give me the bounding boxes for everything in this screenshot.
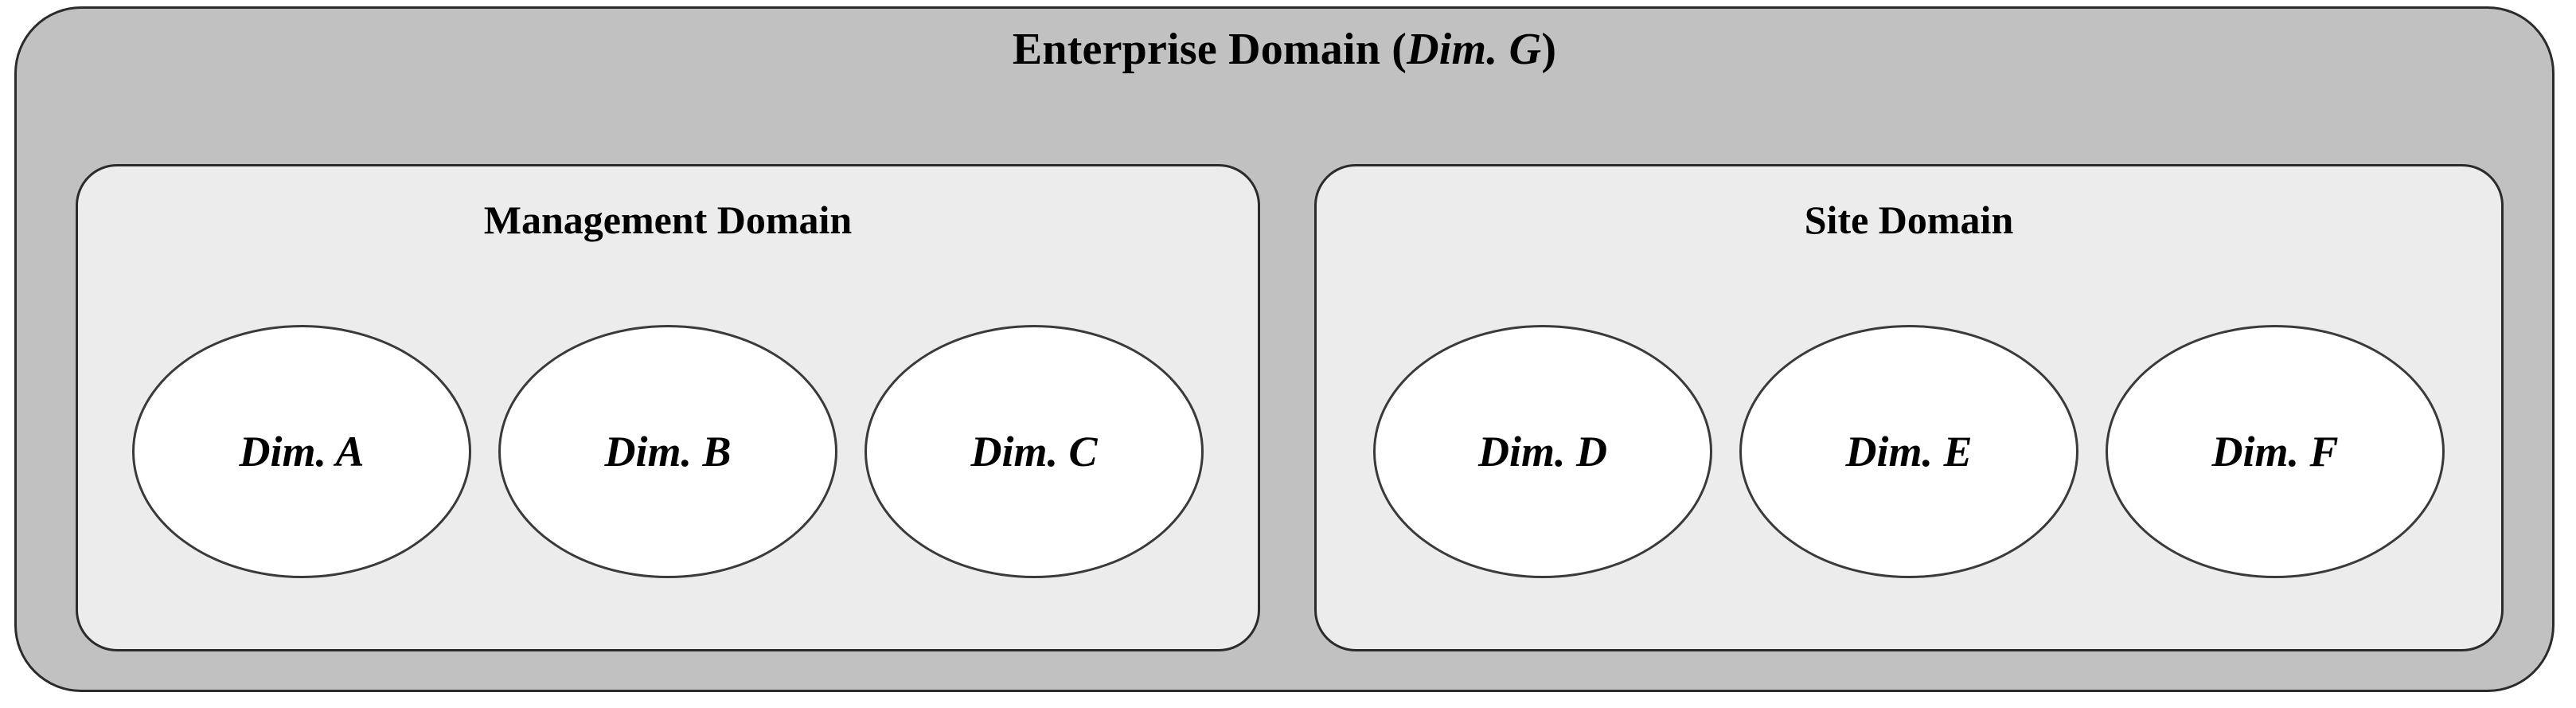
site-domain-panel: Site Domain Dim. D Dim. E Dim. F (1314, 164, 2504, 651)
node-dim-d[interactable]: Dim. D (1373, 325, 1712, 578)
node-dim-b-label: Dim. B (604, 428, 732, 475)
management-domain-panel: Management Domain Dim. A Dim. B Dim. C (76, 164, 1260, 651)
site-domain-node-row: Dim. D Dim. E Dim. F (1317, 284, 2501, 619)
enterprise-title-prefix: Enterprise Domain ( (1012, 25, 1407, 74)
node-dim-f-label: Dim. F (2211, 428, 2339, 475)
management-domain-node-row: Dim. A Dim. B Dim. C (78, 284, 1258, 619)
node-dim-c-label: Dim. C (970, 428, 1098, 475)
management-domain-title: Management Domain (483, 198, 853, 242)
enterprise-title-suffix: ) (1541, 25, 1557, 74)
enterprise-domain-title: Enterprise Domain (Dim. G) (17, 26, 2552, 73)
node-dim-e[interactable]: Dim. E (1739, 325, 2078, 578)
node-dim-e-label: Dim. E (1845, 428, 1973, 475)
enterprise-domain-container: Enterprise Domain (Dim. G) Management Do… (14, 6, 2555, 692)
node-dim-d-label: Dim. D (1478, 428, 1607, 475)
site-domain-title: Site Domain (1804, 198, 2014, 242)
node-dim-a[interactable]: Dim. A (132, 325, 471, 578)
node-dim-c[interactable]: Dim. C (865, 325, 1204, 578)
node-dim-b[interactable]: Dim. B (498, 325, 837, 578)
node-dim-a-label: Dim. A (239, 428, 365, 475)
node-dim-f[interactable]: Dim. F (2106, 325, 2445, 578)
enterprise-title-dimension: Dim. G (1407, 25, 1542, 74)
